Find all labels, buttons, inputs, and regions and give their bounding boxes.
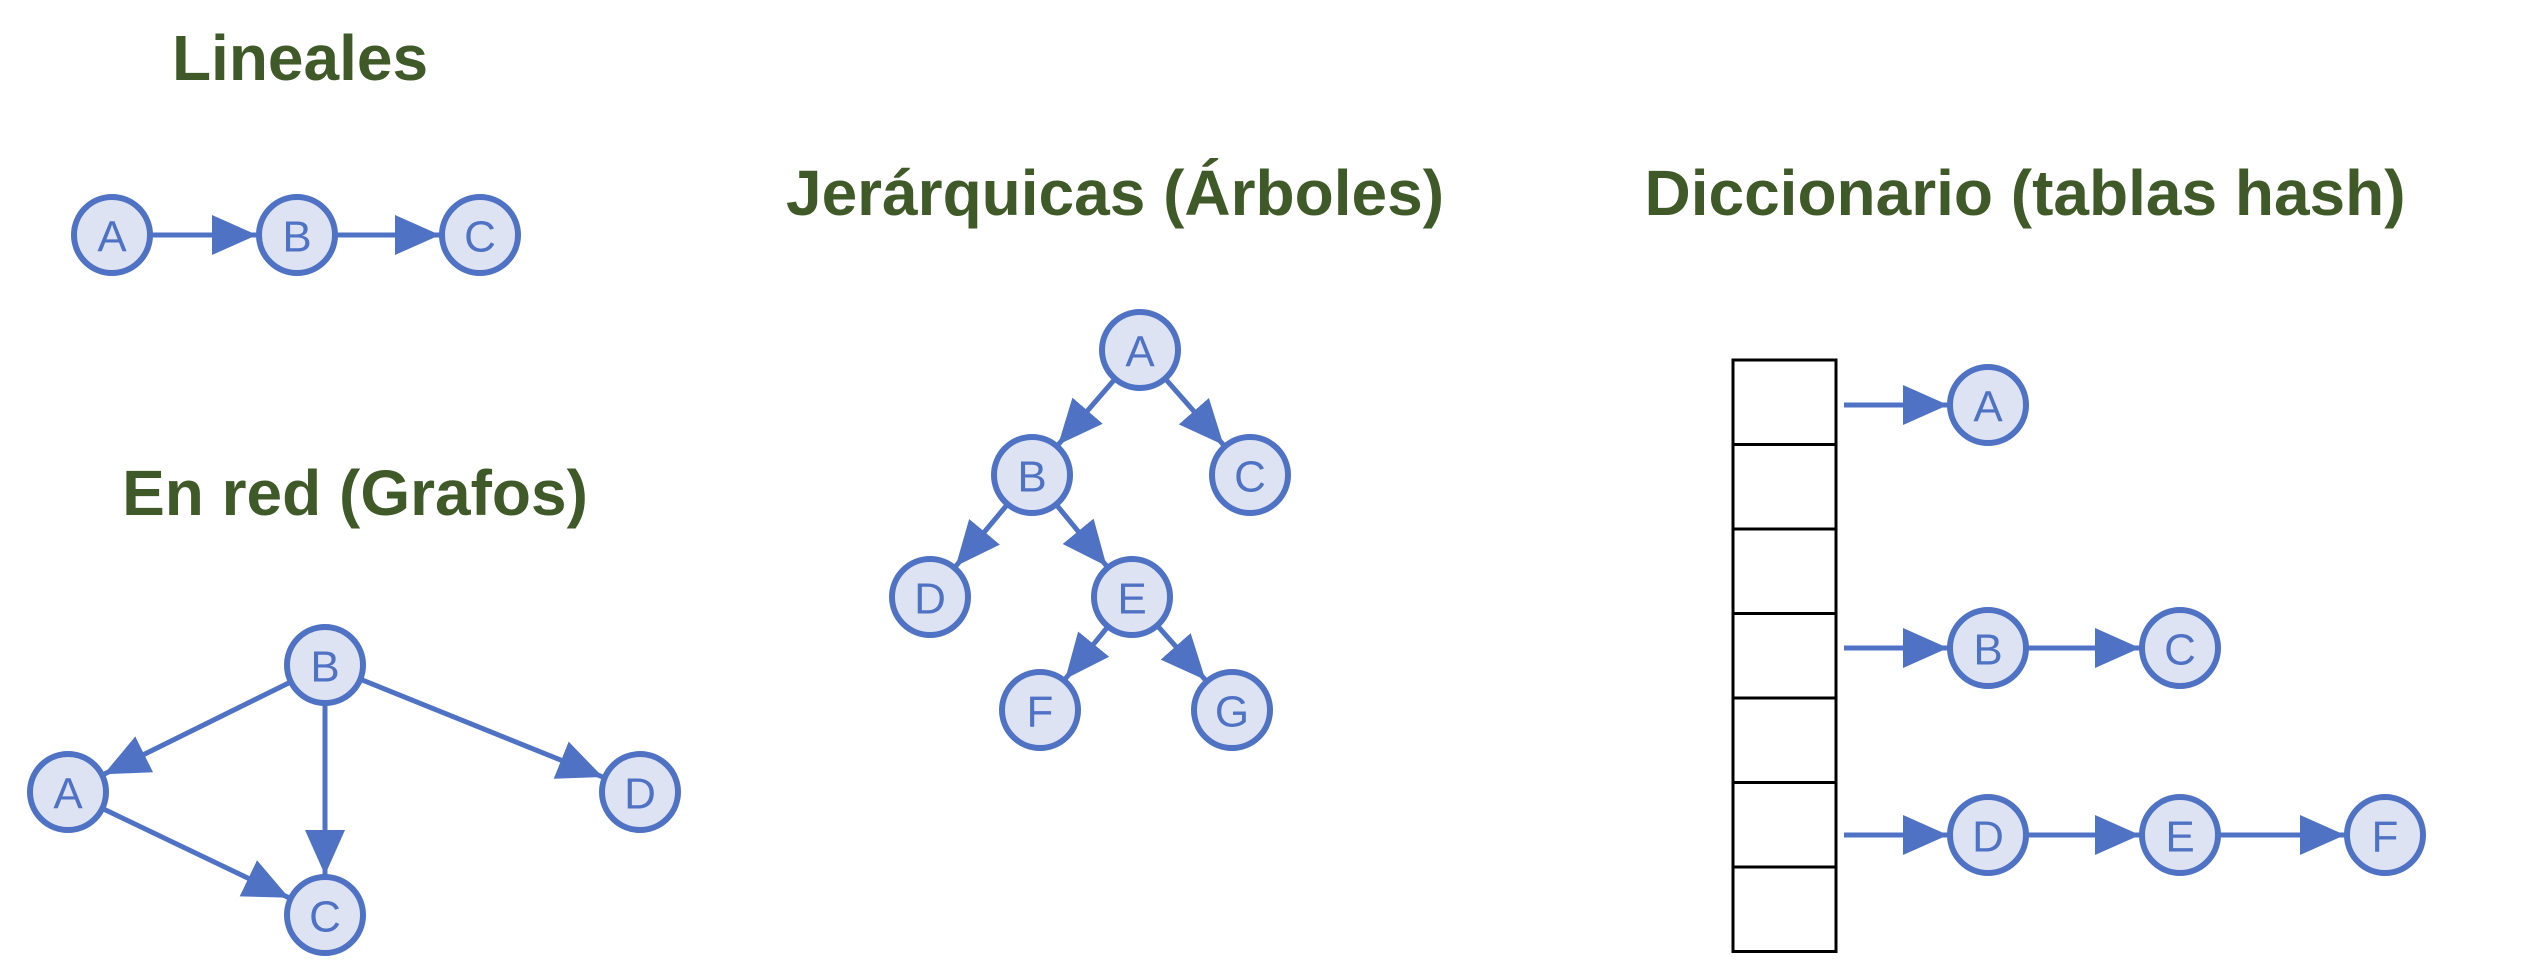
arbol-node-a: A [1099,309,1181,391]
hash-bucket-0 [1731,358,1838,446]
lineal-node-b-circle [256,194,338,276]
hash-node-a-circle [1947,364,2029,446]
arbol-node-f: F [999,669,1081,751]
arbol-edge-b-e [1054,502,1109,568]
arbol-node-c-circle [1209,434,1291,516]
arbol-edge-e-g [1155,623,1208,682]
hash-node-a-label: A [1973,383,2003,432]
title-arboles: Jerárquicas (Árboles) [786,157,1444,229]
lineal-node-b: B [256,194,338,276]
arbol-edge-a-b [1056,377,1118,447]
arbol-node-e: E [1091,556,1173,638]
arbol-node-f-label: F [1027,688,1054,737]
hash-bucket-5 [1731,781,1838,869]
hash-node-e: E [2139,794,2221,876]
grafo-node-b-circle [284,624,366,706]
hash-node-e-label: E [2165,813,2194,862]
grafo-node-d-label: D [624,770,656,819]
arbol-edge-b-d [953,502,1010,568]
arbol-node-g-label: G [1215,688,1249,737]
hash-node-f-circle [2344,794,2426,876]
grafo-node-d-circle [599,751,681,833]
lineal-node-b-label: B [282,213,311,262]
arbol-node-d-circle [889,556,971,638]
grafo-edge-a-c [101,806,290,900]
arbol-node-a-label: A [1125,328,1155,377]
lineal-node-c-circle [439,194,521,276]
arbol-node-c-label: C [1234,453,1266,502]
hash-bucket-2 [1731,527,1838,615]
hash-bucket-6 [1731,865,1838,953]
arbol-node-e-circle [1091,556,1173,638]
lineal-node-c-label: C [464,213,496,262]
arbol-node-d-label: D [914,575,946,624]
grafo-node-d: D [599,751,681,833]
lineal-node-c: C [439,194,521,276]
grafo-edge-b-d [359,676,604,780]
arbol-node-b: B [991,434,1073,516]
grafo-node-a: A [27,751,109,833]
hash-node-a: A [1947,364,2029,446]
hash-bucket-3 [1731,612,1838,700]
title-grafos: En red (Grafos) [122,457,588,529]
hash-node-c: C [2139,607,2221,689]
grafo-node-c-label: C [309,893,341,942]
hash-node-f: F [2344,794,2426,876]
hash-node-d-label: D [1972,813,2004,862]
arbol-node-d: D [889,556,971,638]
hash-node-c-label: C [2164,626,2196,675]
nodes-layer: A B C B A D C A B C D E F G A B C D E F [27,194,2426,956]
hash-buckets [1731,358,1838,953]
arbol-node-a-circle [1099,309,1181,391]
hash-node-b-label: B [1973,626,2002,675]
arbol-node-f-circle [999,669,1081,751]
hash-node-f-label: F [2372,813,2399,862]
hash-bucket-4 [1731,696,1838,784]
grafo-node-c-circle [284,874,366,956]
arbol-node-c: C [1209,434,1291,516]
arbol-node-g-circle [1191,669,1273,751]
arbol-node-b-circle [991,434,1073,516]
arbol-edge-e-f [1063,624,1110,681]
hash-node-d-circle [1947,794,2029,876]
title-hash: Diccionario (tablas hash) [1644,157,2405,229]
hash-node-b: B [1947,607,2029,689]
grafo-node-b-label: B [310,643,339,692]
arbol-node-g: G [1191,669,1273,751]
grafo-node-a-circle [27,751,109,833]
arbol-edge-a-c [1163,376,1226,447]
grafo-node-c: C [284,874,366,956]
lineal-node-a-circle [71,194,153,276]
lineal-node-a: A [71,194,153,276]
hash-node-b-circle [1947,607,2029,689]
arbol-node-b-label: B [1017,453,1046,502]
grafo-edge-b-a [102,679,293,777]
hash-node-e-circle [2139,794,2221,876]
hash-node-c-circle [2139,607,2221,689]
grafo-node-a-label: A [53,770,83,819]
grafo-node-b: B [284,624,366,706]
hash-bucket-1 [1731,443,1838,531]
lineal-node-a-label: A [97,213,127,262]
edges-layer [101,215,2345,900]
arbol-node-e-label: E [1117,575,1146,624]
title-lineales: Lineales [172,22,428,94]
hash-node-d: D [1947,794,2029,876]
